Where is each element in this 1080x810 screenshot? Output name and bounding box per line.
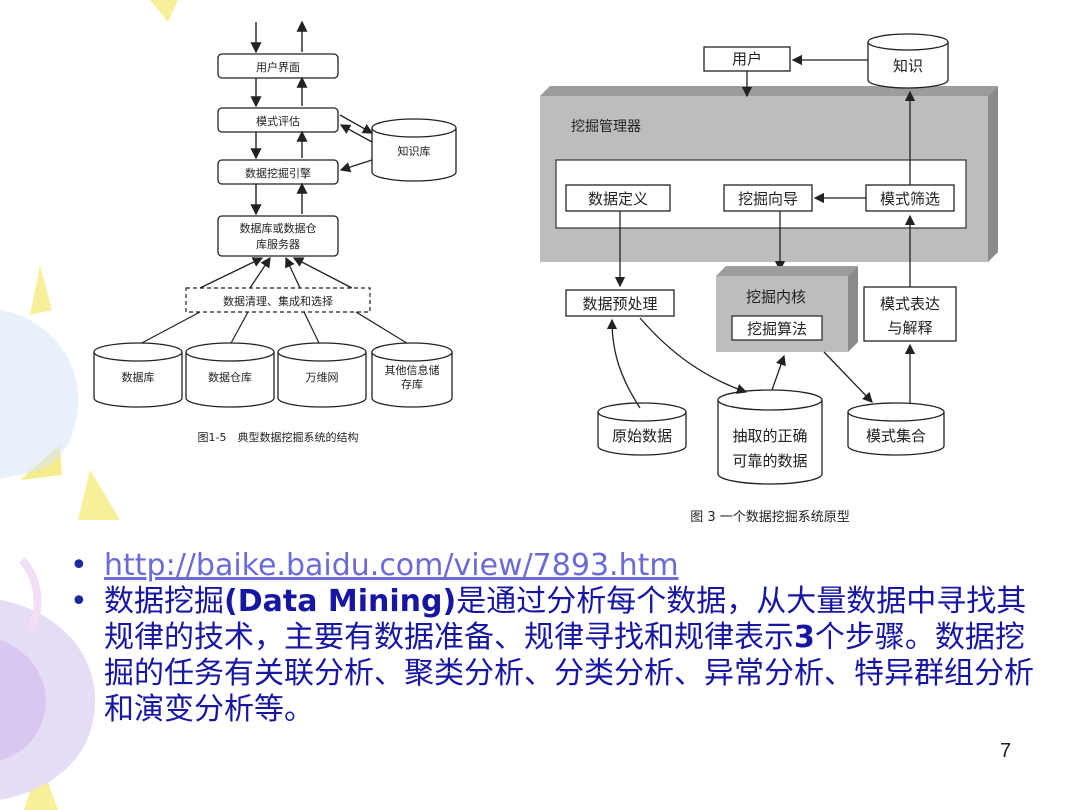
left-caption: 图1-5 典型数据挖掘系统的结构 xyxy=(198,430,359,444)
bullet-text-item: 数据挖掘(Data Mining)是通过分析每个数据，从大量数据中寻找其规律的技… xyxy=(70,584,1050,728)
left-system-diagram: 用户界面 模式评估 数据挖掘引擎 数据库或数据仓 库服务器 知识库 数据清理、集… xyxy=(93,20,457,444)
algorithm-label: 挖掘算法 xyxy=(747,320,807,338)
define-label: 数据定义 xyxy=(588,190,648,208)
other-label-line2: 存库 xyxy=(401,377,423,391)
user-box xyxy=(703,46,791,72)
raw-data-cylinder xyxy=(597,402,687,456)
raw-label: 原始数据 xyxy=(612,427,672,445)
algorithm-box xyxy=(731,315,823,341)
preprocess-box xyxy=(565,289,675,317)
other-repo-cylinder xyxy=(371,342,453,408)
express-box xyxy=(863,286,957,342)
text-bold-number: 3 xyxy=(794,620,815,655)
page-number: 7 xyxy=(1000,740,1012,762)
engine-label: 数据挖掘引擎 xyxy=(245,166,311,180)
data-warehouse-cylinder xyxy=(185,342,275,408)
eval-label: 模式评估 xyxy=(256,115,300,128)
knowledge-label: 知识 xyxy=(893,57,923,75)
knowledge-cylinder xyxy=(867,33,949,89)
web-label: 万维网 xyxy=(306,371,339,384)
database-cylinder xyxy=(93,342,183,408)
kernel-side xyxy=(848,266,858,352)
knowledge-base-cylinder xyxy=(371,118,457,182)
extract-label-line1: 抽取的正确 xyxy=(732,427,807,445)
ui-box xyxy=(217,53,339,79)
bullet-link-item: http://baike.baidu.com/view/7893.htm xyxy=(70,548,1050,584)
text-prefix: 数据挖掘 xyxy=(104,584,224,619)
right-system-diagram: 挖掘管理器 用户 知识 数据定义 挖掘向导 模式筛选 挖掘内核 挖掘算法 数据预… xyxy=(540,33,998,525)
kernel-top xyxy=(716,266,858,276)
cleaning-label: 数据清理、集成和选择 xyxy=(223,294,333,308)
express-label-line1: 模式表达 xyxy=(880,295,940,313)
guide-box xyxy=(723,184,813,212)
extracted-data-cylinder xyxy=(717,389,823,485)
db-label: 数据库 xyxy=(122,370,155,384)
filter-box xyxy=(865,184,955,212)
express-label-line2: 与解释 xyxy=(887,319,932,337)
description-text: 数据挖掘(Data Mining)是通过分析每个数据，从大量数据中寻找其规律的技… xyxy=(104,584,1034,727)
baike-link[interactable]: http://baike.baidu.com/view/7893.htm xyxy=(104,548,679,583)
other-label-line1: 其他信息储 xyxy=(385,363,440,377)
define-box xyxy=(565,184,671,212)
engine-box xyxy=(217,159,339,185)
server-label-line1: 数据库或数据仓 xyxy=(240,221,317,235)
guide-label: 挖掘向导 xyxy=(738,190,798,208)
text-bold-term: (Data Mining) xyxy=(224,584,457,619)
preprocess-label: 数据预处理 xyxy=(582,295,657,313)
patterns-label: 模式集合 xyxy=(866,427,926,445)
eval-box xyxy=(217,107,339,133)
kernel-label: 挖掘内核 xyxy=(746,288,806,306)
cleaning-box xyxy=(185,287,371,313)
user-label: 用户 xyxy=(732,50,762,68)
server-box xyxy=(217,215,339,257)
manager-panel-side xyxy=(988,86,998,262)
web-cylinder xyxy=(277,342,367,408)
filter-label: 模式筛选 xyxy=(880,190,940,208)
server-label-line2: 库服务器 xyxy=(256,238,300,251)
right-caption: 图 3 一个数据挖掘系统原型 xyxy=(690,510,850,525)
manager-panel-top xyxy=(540,86,998,96)
manager-label: 挖掘管理器 xyxy=(571,119,641,135)
ui-label: 用户界面 xyxy=(256,60,300,74)
kb-label: 知识库 xyxy=(398,144,431,158)
bullet-list: http://baike.baidu.com/view/7893.htm 数据挖… xyxy=(70,548,1050,728)
text-suffix: 个步骤。数据挖掘的任务有关联分析、聚类分析、分类分析、异常分析、特异群组分析和演… xyxy=(104,620,1034,727)
text-middle: 是通过分析每个数据，从大量数据中寻找其规律的技术，主要有数据准备、规律寻找和规律… xyxy=(104,584,1027,655)
extract-label-line2: 可靠的数据 xyxy=(732,452,807,470)
patterns-cylinder xyxy=(847,402,945,456)
dw-label: 数据仓库 xyxy=(208,370,252,384)
